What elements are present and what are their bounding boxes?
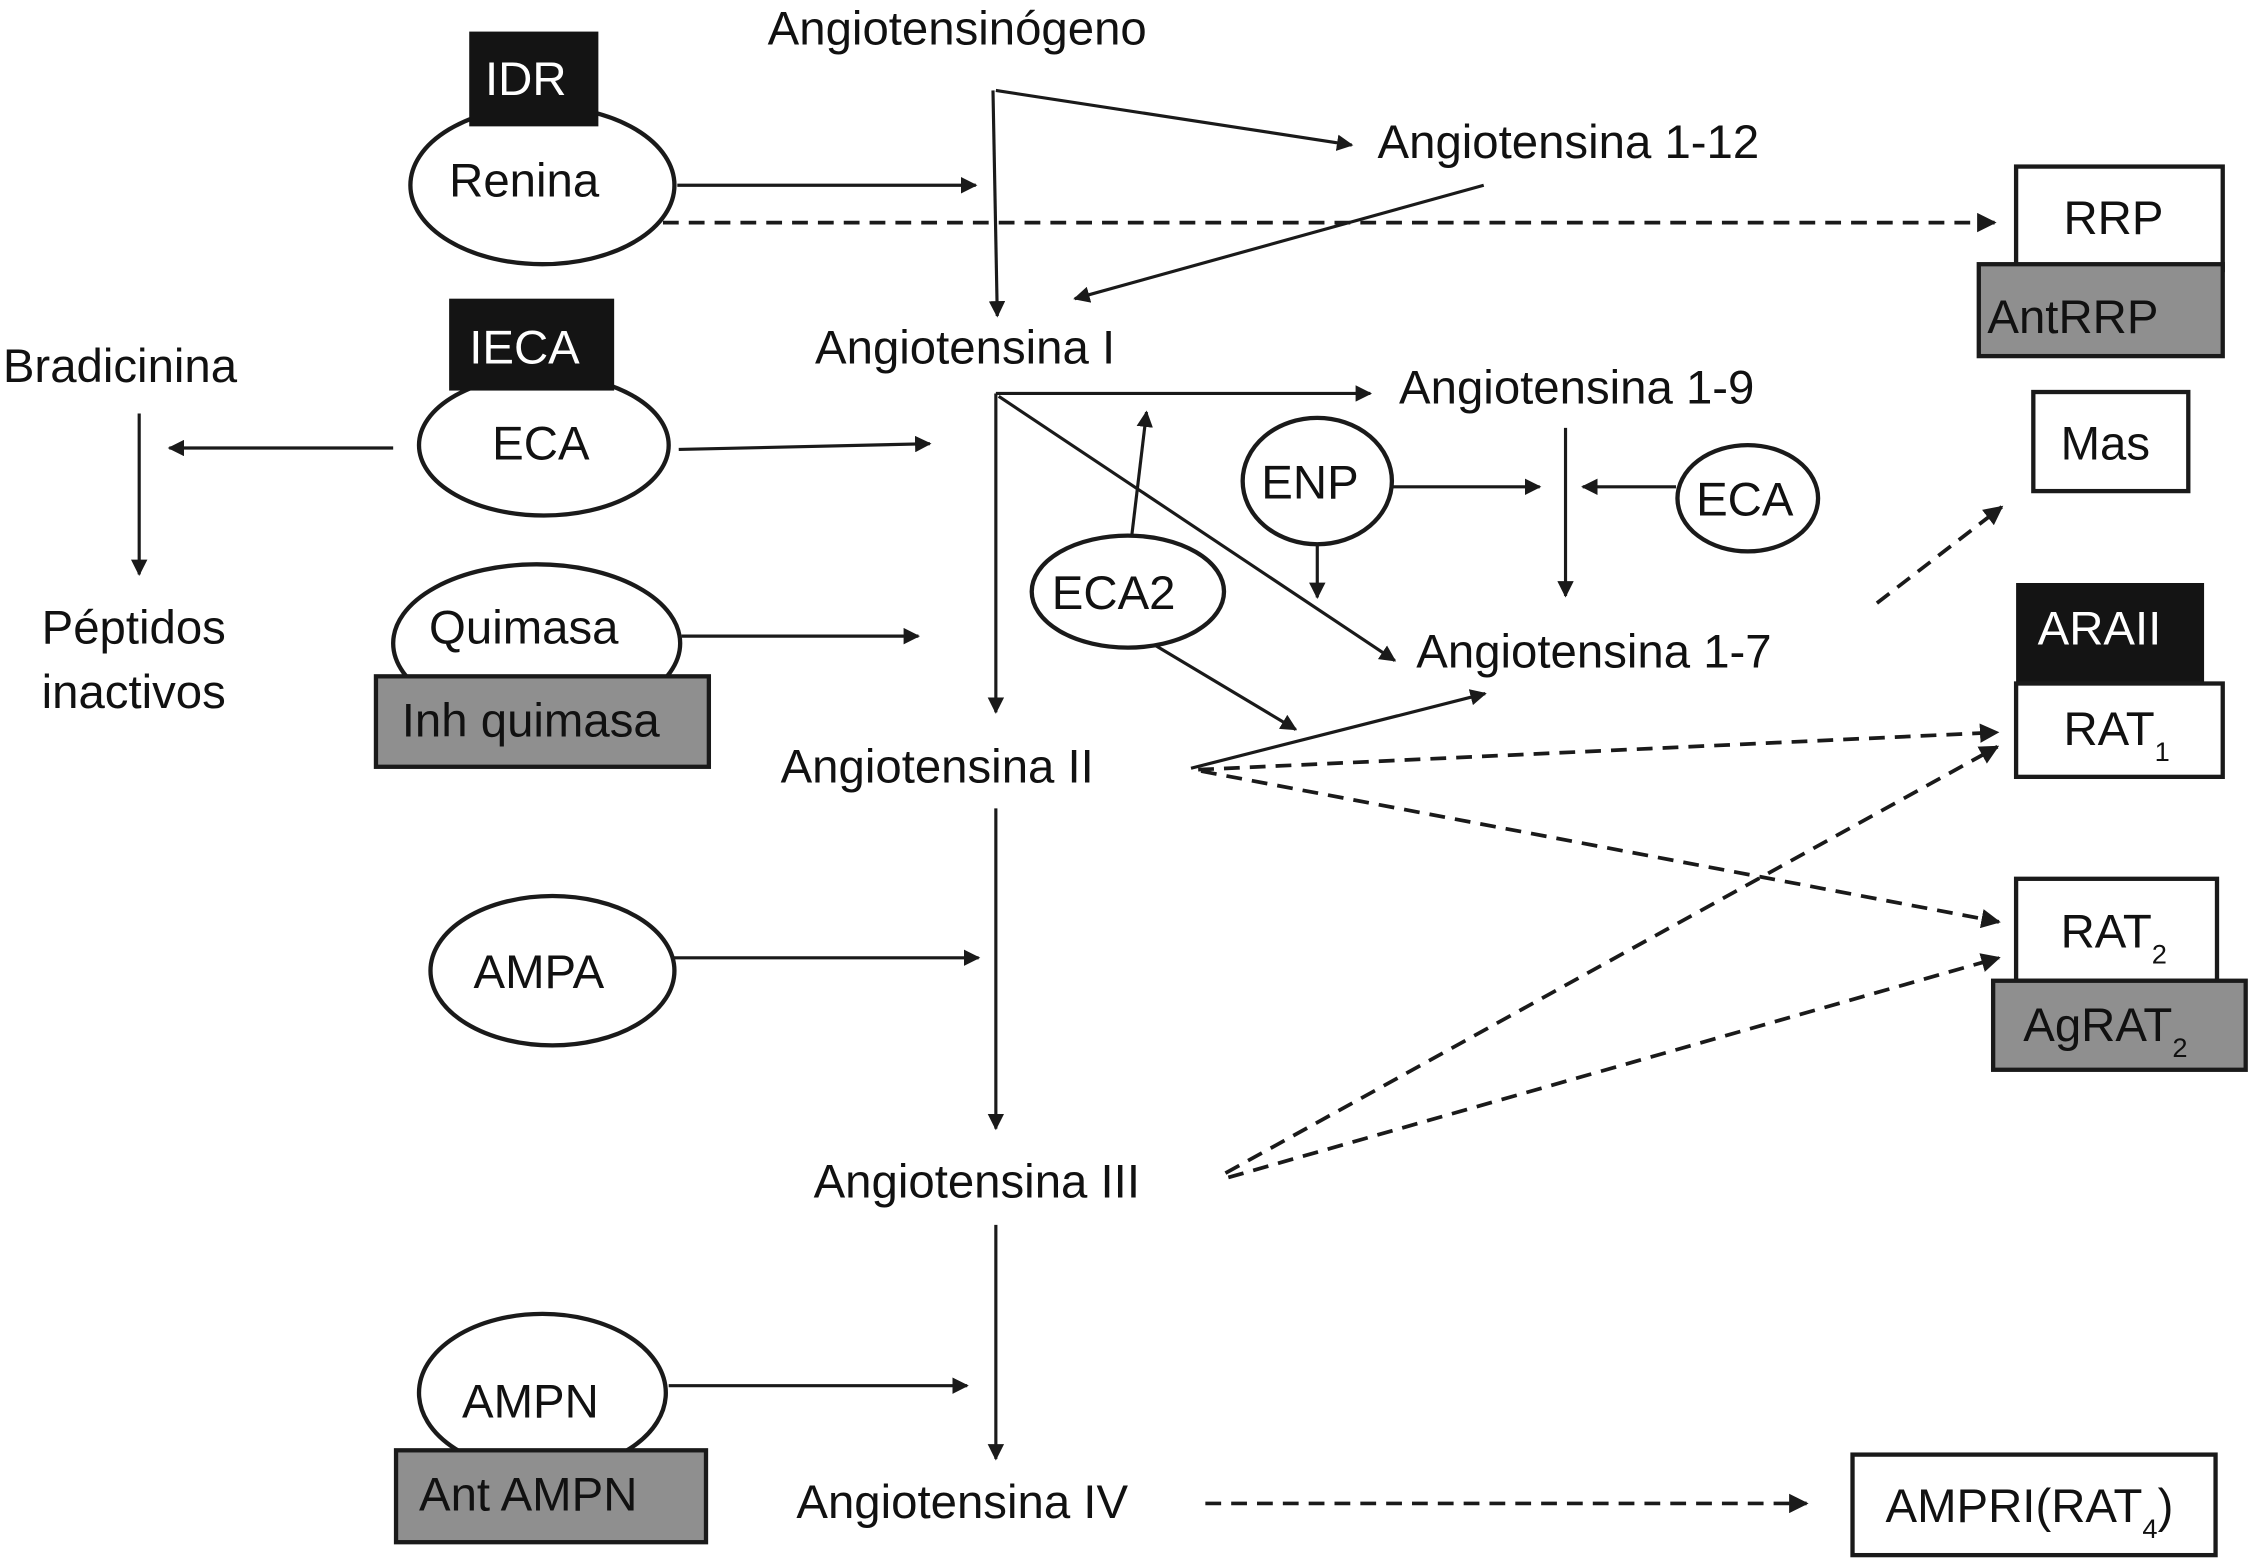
ace-right-group: ECA [1675, 442, 1821, 554]
label-ang-i: Angiotensina I [815, 321, 1115, 374]
label-araii: ARAII [2038, 603, 2162, 656]
ace-right-ellipse [1675, 442, 1821, 554]
label-ampri-close: ) [2158, 1480, 2174, 1533]
rat1-box [2013, 681, 2225, 779]
label-ang-1-12: Angiotensina 1-12 [1378, 116, 1760, 169]
label-ang-1-9: Angiotensina 1-9 [1399, 361, 1754, 414]
label-rrp: RRP [2063, 192, 2163, 245]
arrow-angiotensinogen-to-ang-1-12 [995, 88, 1354, 151]
mas-group: Mas [2031, 389, 2191, 494]
label-ampri: AMPRI(RAT4) [1886, 1480, 2174, 1544]
label-ieca: IECA [469, 321, 580, 374]
label-ang-1-7: Angiotensina 1-7 [1416, 626, 1771, 679]
nep-group: ENP [1240, 415, 1395, 547]
label-nep: ENP [1261, 456, 1358, 509]
ag-rat2-box [1990, 978, 2248, 1072]
dashed-arrow-ang-ii-to-rat1 [1198, 723, 2000, 772]
label-ace-right: ECA [1696, 473, 1794, 526]
araii-box [2016, 582, 2205, 684]
ampn-group: AMPN Ant AMPN [393, 1311, 709, 1545]
label-ampn: AMPN [462, 1375, 599, 1428]
label-ampri-sub: 4 [2142, 1513, 2157, 1544]
label-angiotensinogen: Angiotensinógeno [768, 2, 1147, 55]
dashed-arrow-ang-1-7-to-mas [1875, 505, 2004, 605]
dashed-arrow-ang-ii-to-rat2 [1200, 769, 2001, 929]
chymase-inhibitor-box [373, 674, 712, 769]
label-ang-iii: Angiotensina III [814, 1156, 1140, 1209]
label-ant-rrp: AntRRP [1987, 291, 2158, 344]
label-rat1-sub: 1 [2155, 736, 2170, 767]
ampa-group: AMPA [428, 893, 677, 1048]
nep-ellipse [1240, 415, 1395, 547]
label-mas: Mas [2061, 417, 2150, 470]
peptides: Angiotensinógeno Angiotensina 1-12 Angio… [3, 2, 1772, 1528]
rat1-group: ARAII RAT1 [2013, 582, 2225, 779]
ace2-group: ECA2 [1029, 533, 1227, 650]
label-ag-rat2-main: AgRAT [2023, 999, 2172, 1052]
ace2-ellipse [1029, 533, 1227, 650]
label-chymase: Quimasa [429, 601, 619, 654]
arrow-ang-1-12-to-ang-i [1073, 183, 1485, 303]
connectors [130, 88, 2004, 1514]
arrow-ace2-to-ang-1-9 [1129, 410, 1153, 545]
arrow-angiotensinogen-to-ang-i [988, 90, 1006, 318]
label-bradykinin: Bradicinina [3, 340, 238, 393]
label-rat2-main: RAT [2061, 906, 2152, 959]
arrow-ace2-to-ang-1-7 [1148, 640, 1298, 731]
dashed-arrow-ang-iii-to-rat1 [1224, 745, 2000, 1175]
mas-box [2031, 389, 2191, 494]
rat2-box [2013, 876, 2220, 983]
ace-group: IECA ECA [416, 298, 671, 518]
rrp-group: RRP AntRRP [1976, 164, 2225, 359]
label-inactive-peptides-line2: inactivos [42, 666, 226, 719]
label-ag-rat2: AgRAT2 [2023, 999, 2187, 1063]
ampri-box [1850, 1452, 2218, 1558]
label-ace: ECA [492, 417, 590, 470]
ampa-ellipse [428, 893, 677, 1048]
label-rat1-main: RAT [2063, 703, 2154, 756]
label-rat2: RAT2 [2061, 906, 2167, 970]
label-rat2-sub: 2 [2152, 939, 2167, 970]
dashed-arrow-ang-iii-to-rat2 [1227, 953, 2001, 1180]
label-renin: Renina [449, 155, 600, 208]
renin-group: IDR Renina [408, 31, 677, 267]
label-ang-iv: Angiotensina IV [796, 1476, 1128, 1529]
label-rat1: RAT1 [2063, 703, 2169, 767]
label-ant-ampn: Ant AMPN [419, 1469, 637, 1522]
label-chymase-inhibitor: Inh quimasa [402, 695, 661, 748]
arrow-ang-ii-to-ang-1-7 [1190, 689, 1487, 770]
label-ampa: AMPA [474, 946, 605, 999]
chymase-group: Quimasa Inh quimasa [373, 562, 712, 769]
arrow-ace-action [678, 435, 932, 453]
label-idr: IDR [485, 53, 567, 106]
rat2-group: RAT2 AgRAT2 [1990, 876, 2248, 1072]
ant-ampn-box [393, 1448, 709, 1545]
label-ang-ii: Angiotensina II [781, 741, 1094, 794]
label-ampri-main: AMPRI(RAT [1886, 1480, 2143, 1533]
ieca-box [449, 298, 615, 391]
ampri-group: AMPRI(RAT4) [1850, 1452, 2218, 1558]
ant-rrp-box [1976, 262, 2225, 359]
label-inactive-peptides-line1: Péptidos [42, 601, 226, 654]
label-ag-rat2-sub: 2 [2172, 1032, 2187, 1063]
idr-box [469, 31, 599, 127]
arrow-ang-i-to-ang-1-7 [997, 395, 1397, 662]
label-ace2: ECA2 [1052, 567, 1176, 620]
